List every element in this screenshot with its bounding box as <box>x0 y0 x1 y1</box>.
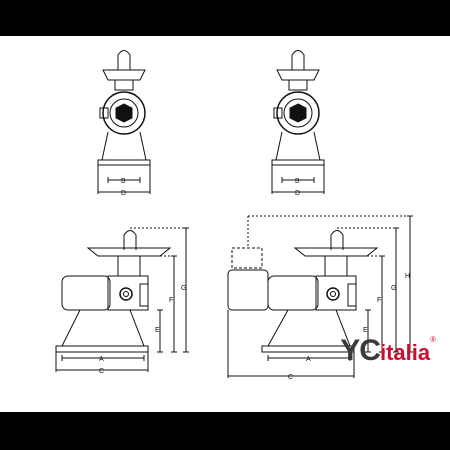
dim-label-f1: F <box>169 297 173 304</box>
brand-main: YC <box>340 334 381 367</box>
dim-label-a1: A <box>99 356 104 363</box>
side-view-left <box>55 227 189 372</box>
front-view-left <box>97 50 151 194</box>
side-view-right <box>227 215 413 378</box>
front-view-right <box>271 50 325 194</box>
registered-mark: ® <box>430 335 436 344</box>
dim-label-b2: B <box>295 178 300 185</box>
dim-label-c1: C <box>99 368 104 375</box>
dim-label-b1: B <box>121 178 126 185</box>
dim-label-g1: G <box>181 285 186 292</box>
brand-suffix: italia <box>379 340 431 365</box>
dim-label-e2: E <box>363 327 368 334</box>
diagram-frame <box>0 36 450 412</box>
dim-label-h: H <box>405 273 410 280</box>
dim-label-d1: D <box>121 190 126 197</box>
dim-label-g2: G <box>391 285 396 292</box>
dim-label-f2: F <box>377 297 381 304</box>
dim-label-a2: A <box>306 356 311 363</box>
dim-label-c2: C <box>288 374 293 381</box>
dim-label-d2: D <box>295 190 300 197</box>
brand-logo: YCitalia® <box>340 336 436 366</box>
dim-label-e1: E <box>155 327 160 334</box>
